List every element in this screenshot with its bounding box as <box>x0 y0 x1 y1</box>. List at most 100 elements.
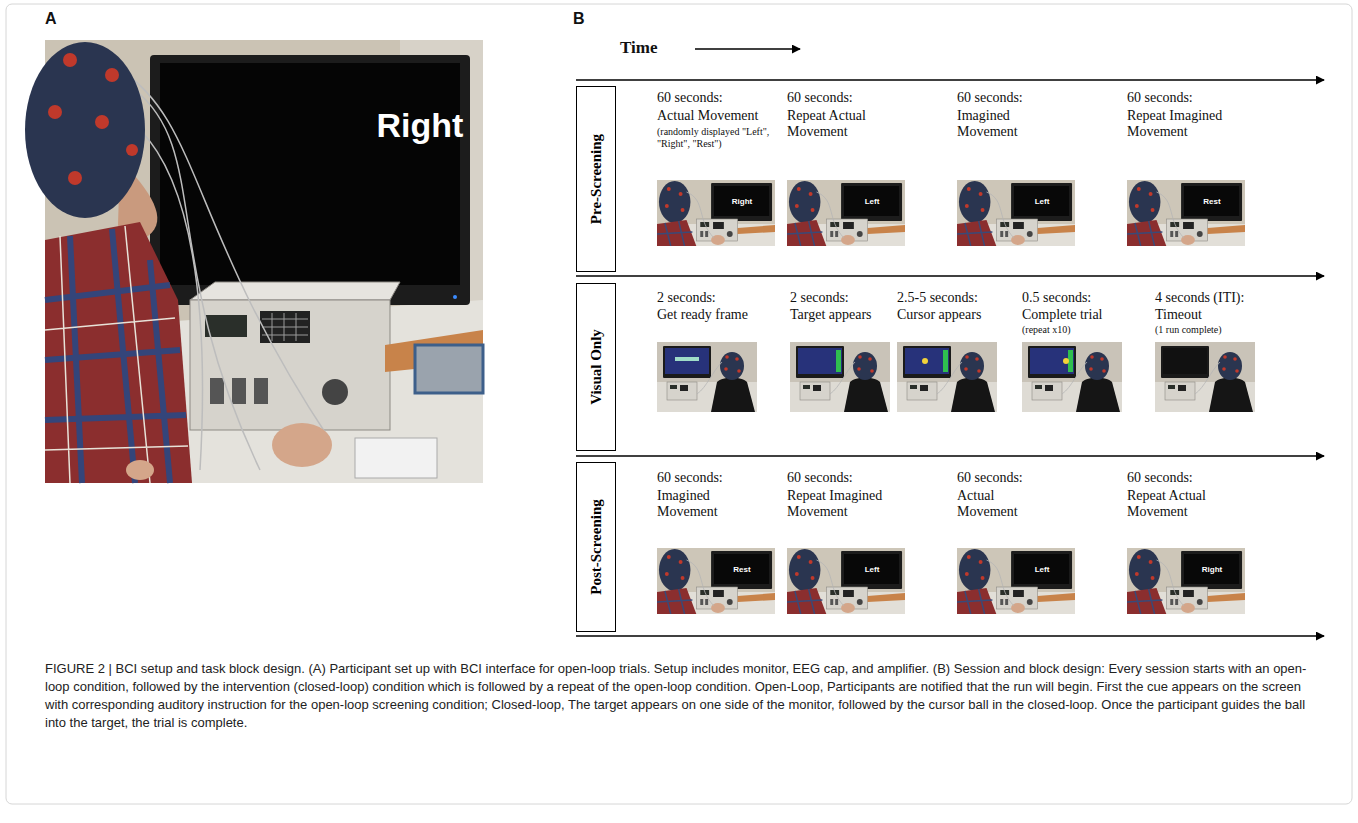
phase-label-box: Pre-Screening <box>576 86 616 272</box>
step-name: Complete trial <box>1022 307 1102 323</box>
step-note: (1 run complete) <box>1155 324 1222 336</box>
time-arrows <box>576 79 1324 81</box>
setup-photo <box>68 171 82 185</box>
setup-photo <box>453 295 457 299</box>
step-duration: 4 seconds (ITI): <box>1155 290 1244 306</box>
step-name: Cursor appears <box>897 307 981 323</box>
setup-photo <box>262 313 308 341</box>
setup-photo <box>45 222 192 483</box>
step-name: Actual Movement <box>957 488 1037 520</box>
screen-cue: Rest <box>1203 197 1220 206</box>
setup-photo <box>150 55 470 305</box>
session-thumbnail <box>657 342 757 412</box>
session-thumbnail <box>1155 342 1255 412</box>
step-note: (randomly displayed "Left", "Right", "Re… <box>657 126 772 150</box>
step-duration: 2.5-5 seconds: <box>897 290 978 306</box>
step-name: Repeat Imagined Movement <box>787 488 917 520</box>
session-thumbnail <box>922 358 928 364</box>
time-arrows <box>576 275 1324 277</box>
step-name: Repeat Actual Movement <box>1127 488 1242 520</box>
screen-cue: Rest <box>733 565 750 574</box>
setup-photo <box>254 378 268 404</box>
session-thumbnail <box>1022 342 1122 412</box>
setup-photo <box>45 226 188 483</box>
step-duration: 60 seconds: <box>957 90 1023 106</box>
screen-cue: Right <box>377 106 464 145</box>
step-name: Actual Movement <box>657 108 797 124</box>
session-thumbnail <box>943 350 948 372</box>
setup-photo <box>190 300 390 430</box>
session-thumbnail <box>657 180 775 246</box>
session-thumbnail <box>1163 348 1207 374</box>
step-name: Imagined Movement <box>957 108 1052 140</box>
setup-photo <box>48 105 62 119</box>
time-arrows <box>576 455 1324 457</box>
panel-letter: A <box>45 10 57 28</box>
session-thumbnail <box>1063 358 1069 364</box>
setup-photo <box>355 438 437 478</box>
screen-cue: Left <box>1035 565 1050 574</box>
session-thumbnail <box>1127 548 1245 614</box>
phase-label-box: Visual Only <box>576 283 616 451</box>
session-thumbnail <box>657 548 775 614</box>
step-name: Get ready frame <box>657 307 748 323</box>
setup-photo <box>105 68 119 82</box>
setup-photo <box>25 42 145 218</box>
time-arrows <box>576 635 1324 637</box>
step-duration: 60 seconds: <box>957 470 1023 486</box>
time-arrows <box>695 48 800 50</box>
session-thumbnail <box>787 180 905 246</box>
setup-photo <box>232 378 246 404</box>
session-thumbnail <box>787 548 905 614</box>
step-duration: 2 seconds: <box>657 290 716 306</box>
setup-photo <box>126 144 138 156</box>
phase-name: Pre-Screening <box>588 134 605 224</box>
session-thumbnail <box>836 350 841 372</box>
figure-caption: FIGURE 2 | BCI setup and task block desi… <box>45 660 1320 732</box>
setup-photo <box>95 115 109 129</box>
time-arrows <box>576 49 1324 636</box>
session-thumbnail <box>957 548 1075 614</box>
setup-photo <box>45 229 186 483</box>
session-thumbnail <box>957 180 1075 246</box>
setup-photo <box>126 460 154 480</box>
screen-cue: Left <box>1035 197 1050 206</box>
time-axis-label: Time <box>620 38 657 58</box>
step-duration: 0.5 seconds: <box>1022 290 1091 306</box>
step-note: (repeat x10) <box>1022 324 1071 336</box>
setup-photo <box>272 423 332 467</box>
panel-letter: B <box>573 10 585 28</box>
step-name: Repeat Imagined Movement <box>1127 108 1257 140</box>
phase-name: Post-Screening <box>588 499 605 595</box>
setup-photo <box>322 379 348 405</box>
step-duration: 60 seconds: <box>657 470 723 486</box>
session-thumbnail <box>790 342 890 412</box>
setup-photo <box>205 315 247 337</box>
session-thumbnail <box>1127 180 1245 246</box>
phase-label-box: Post-Screening <box>576 462 616 632</box>
phase-name: Visual Only <box>588 329 605 405</box>
step-duration: 60 seconds: <box>1127 90 1193 106</box>
step-name: Target appears <box>790 307 872 323</box>
setup-photo <box>210 378 224 404</box>
setup-photo <box>190 282 400 300</box>
step-name: Imagined Movement <box>657 488 752 520</box>
step-duration: 60 seconds: <box>787 90 853 106</box>
setup-photo <box>63 53 77 67</box>
setup-photo <box>415 345 483 393</box>
figure-frame <box>6 4 1352 804</box>
step-duration: 60 seconds: <box>657 90 723 106</box>
screen-cue: Right <box>1202 565 1222 574</box>
session-thumbnail <box>675 357 699 361</box>
step-duration: 60 seconds: <box>1127 470 1193 486</box>
screen-cue: Right <box>732 197 752 206</box>
setup-photo <box>260 311 310 343</box>
session-thumbnail <box>657 180 1255 614</box>
screen-cue: Left <box>865 197 880 206</box>
session-thumbnail <box>897 342 997 412</box>
setup-photo <box>160 63 460 285</box>
step-name: Repeat Actual Movement <box>787 108 902 140</box>
step-duration: 2 seconds: <box>790 290 849 306</box>
